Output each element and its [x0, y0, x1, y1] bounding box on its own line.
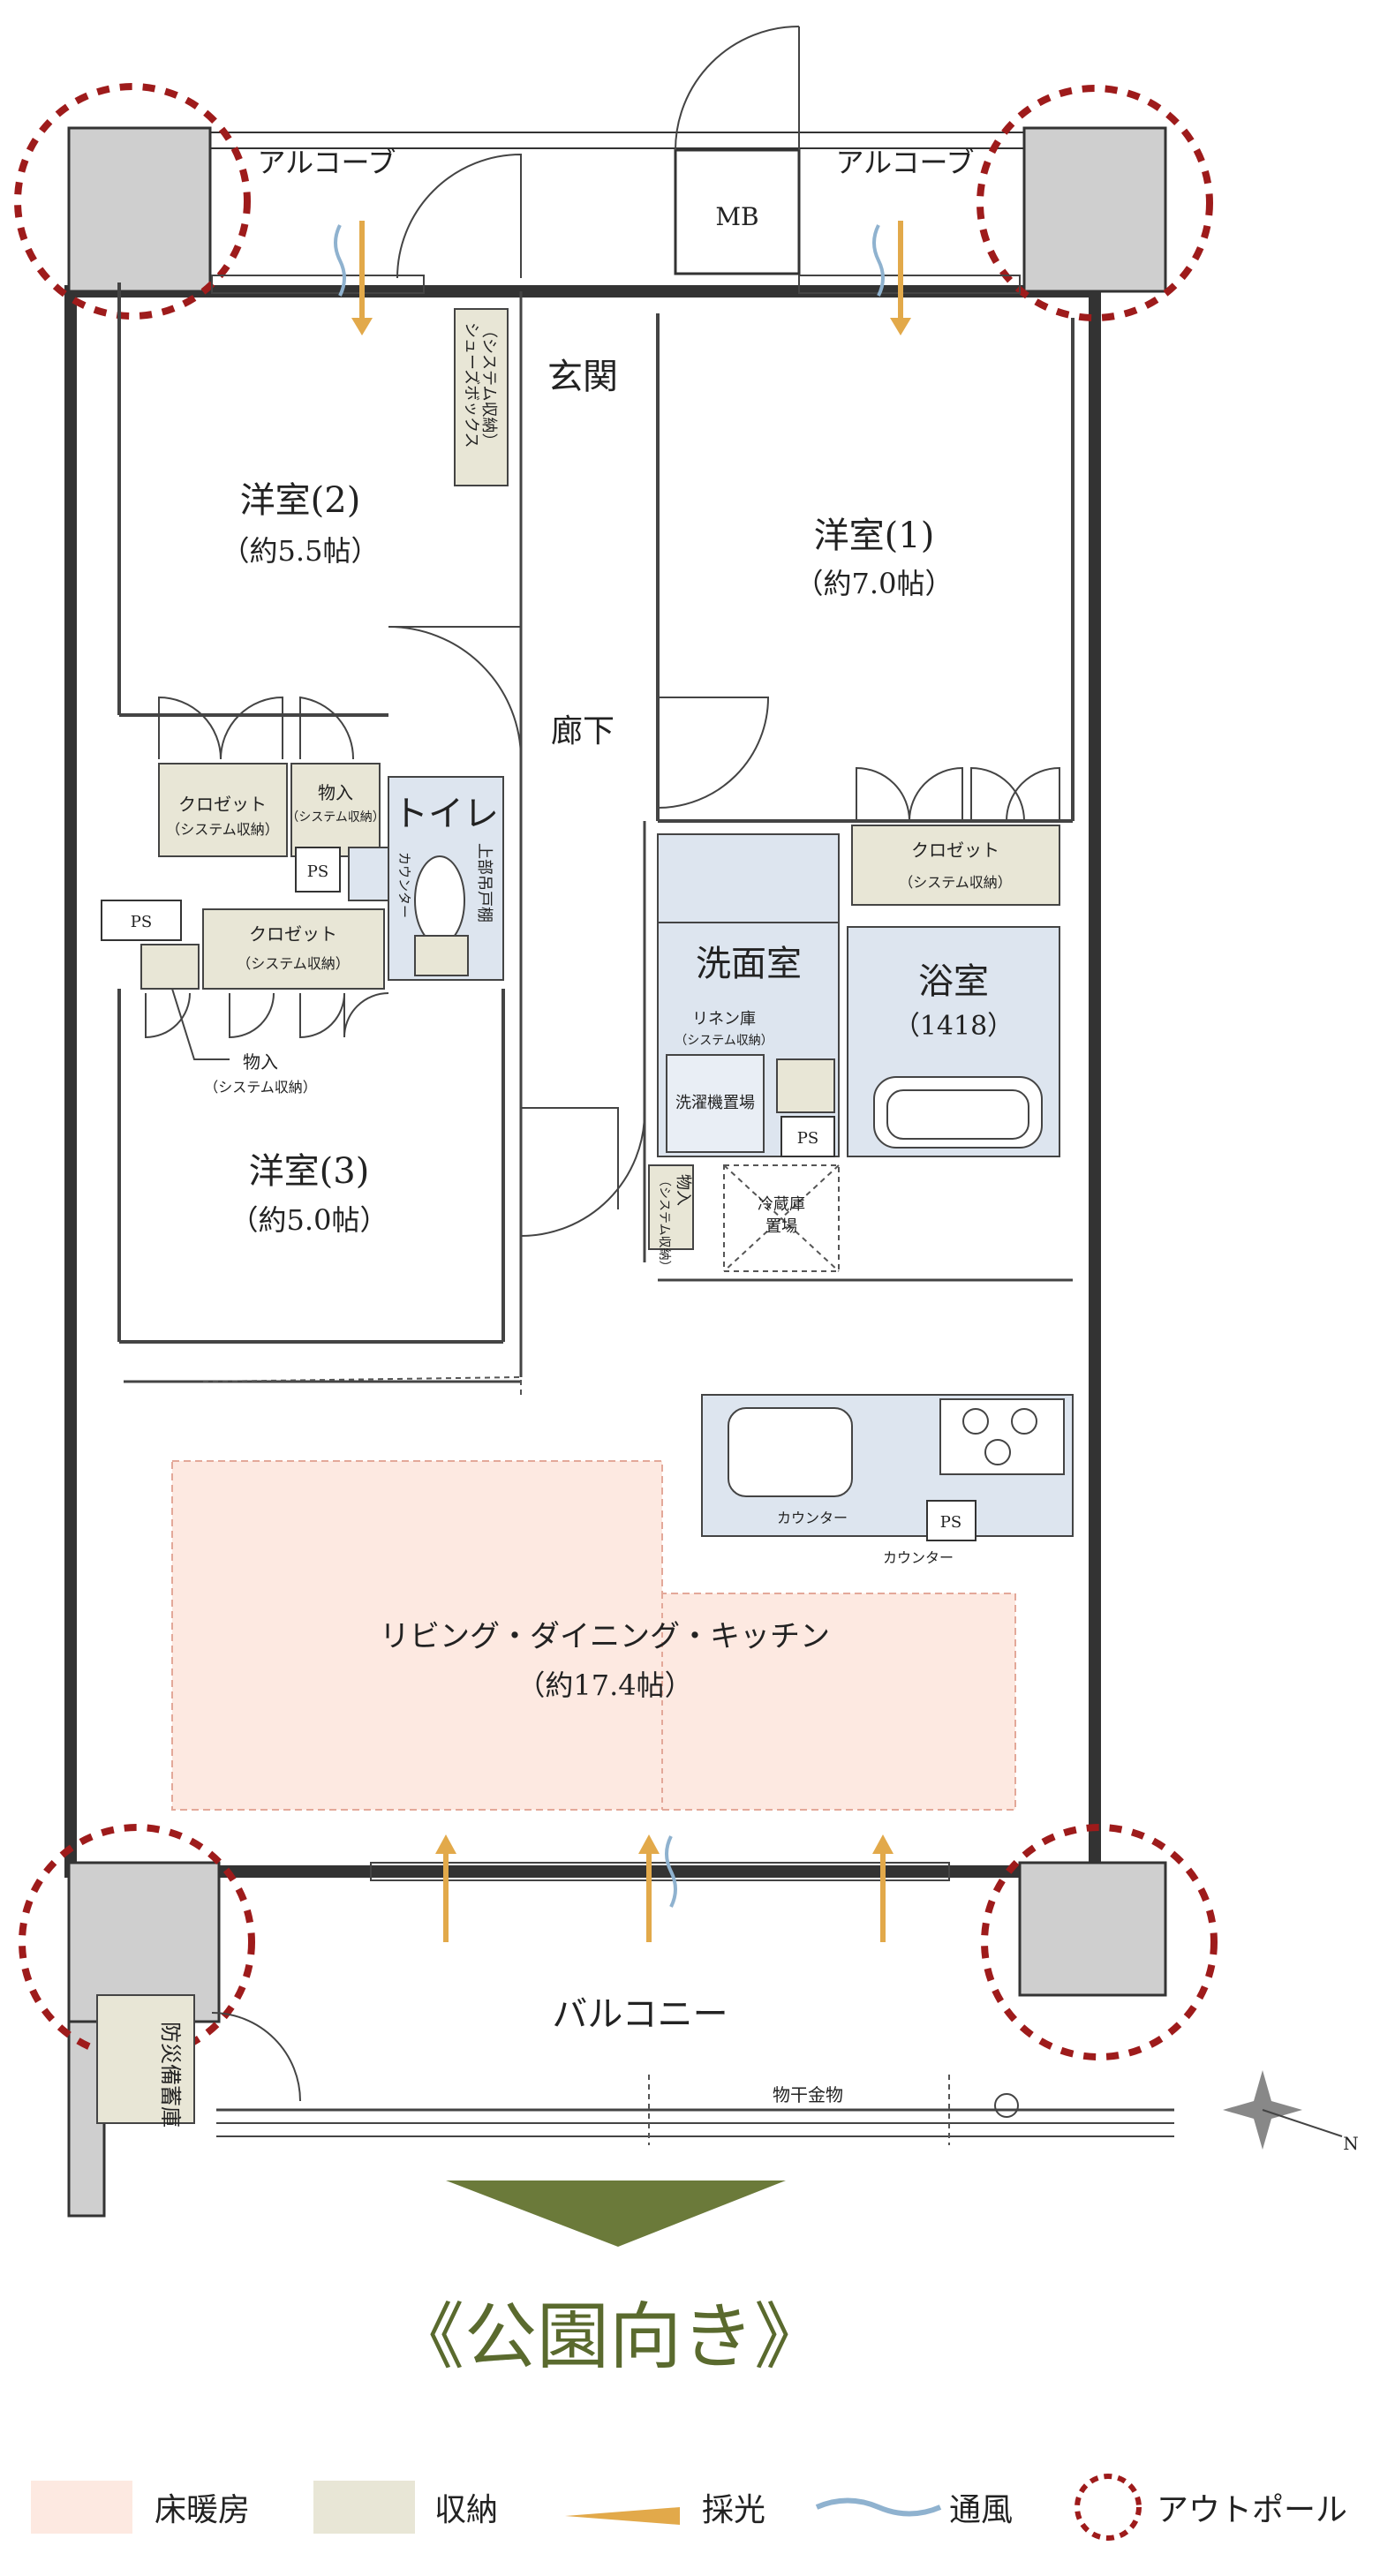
legend-storage-swatch [313, 2481, 415, 2534]
balcony-railing: 物干金物 [216, 2075, 1174, 2145]
shoes-box-sub: （システム収納） [479, 322, 498, 448]
closet-a-label: クロゼット [178, 794, 267, 815]
ldk-name: リビング・ダイニング・キッチン [380, 1619, 830, 1654]
linen-label: リネン庫 [692, 1010, 756, 1028]
toilet-room: トイレ カウンター 上部吊戸棚 [348, 776, 504, 981]
washroom: 洗面室 リネン庫 （システム収納） 洗濯機置場 [657, 833, 840, 1157]
toilet-label: トイレ [393, 794, 499, 834]
fridge-label: 冷蔵庫 [758, 1195, 805, 1214]
legend-storage-label: 収納 [434, 2492, 498, 2528]
entrance-door [396, 153, 522, 279]
ps-1-label: PS [307, 862, 328, 881]
washroom-label: 洗面室 [696, 944, 802, 984]
interior-walls [117, 282, 1075, 1395]
storage-a-label: 物入 [318, 782, 353, 803]
ldk-size: （約17.4帖） [517, 1668, 692, 1702]
ps-2-label: PS [131, 913, 152, 931]
pillar-top-left [67, 126, 212, 293]
ldk: リビング・ダイニング・キッチン （約17.4帖） [171, 1460, 1016, 1811]
closet-a: クロゼット （システム収納） [158, 763, 288, 857]
storage-c: 物入 （システム収納） [648, 1164, 694, 1273]
closet-b-sub: （システム収納） [237, 955, 350, 972]
room2-name: 洋室(2) [240, 480, 361, 521]
bathroom-size: （1418） [894, 1011, 1014, 1042]
closet-c: クロゼット （システム収納） [851, 766, 1060, 906]
legend: 床暖房 収納 採光 通風 アウトポール [31, 2474, 1347, 2541]
balcony-label: バルコニー [552, 1994, 728, 2035]
ps-3-label: PS [797, 1129, 818, 1148]
closet-a-sub: （システム収納） [166, 821, 279, 838]
orientation-label: 《公園向き》 [392, 2295, 826, 2379]
pillar-top-right [1022, 126, 1167, 293]
storage-b-label: 物入 [243, 1051, 278, 1073]
bathroom: 浴室 （1418） [847, 926, 1060, 1157]
legend-floor-heating-swatch [31, 2481, 132, 2534]
alcove-left-label: アルコーブ [257, 146, 396, 179]
mb-label: MB [715, 202, 758, 231]
storage-c-label: 物入 [674, 1174, 692, 1206]
pillar-bottom-right [1018, 1861, 1167, 1997]
fridge-sub: 置場 [765, 1217, 797, 1236]
toilet-counter: カウンター [396, 852, 412, 918]
entrance-label: 玄関 [547, 357, 618, 397]
legend-daylight-label: 採光 [702, 2492, 765, 2528]
outpole-icon [1075, 2474, 1142, 2541]
counter-1-label: カウンター [777, 1510, 848, 1526]
meter-box: MB [674, 26, 801, 275]
room1-door [657, 697, 770, 809]
storage-b-sub: （システム収納） [204, 1079, 317, 1096]
disaster-storage-label: 防災備蓄庫 [158, 2022, 183, 2128]
shoes-box-label: シューズボックス [462, 322, 480, 448]
shoes-box: （システム収納） シューズボックス [454, 308, 509, 486]
ps-2: PS [101, 900, 182, 941]
bathroom-label: 浴室 [918, 961, 989, 1002]
ps-3: PS [780, 1116, 835, 1157]
storage-a: 物入 （システム収納） [286, 763, 385, 857]
compass-icon: N [1223, 2070, 1359, 2154]
legend-outpole-label: アウトポール [1157, 2492, 1347, 2528]
pillars [67, 126, 1167, 2218]
counter-2-label: カウンター [883, 1549, 954, 1566]
laundry-pole-label: 物干金物 [773, 2084, 843, 2105]
room3-name: 洋室(3) [249, 1151, 370, 1192]
balcony-windows [370, 1862, 950, 1881]
disaster-storage: 防災備蓄庫 [96, 1994, 301, 2128]
outpole-bottom-left [19, 1824, 255, 2060]
daylight-icon [565, 2507, 680, 2525]
storage-c-sub: （システム収納） [657, 1174, 671, 1273]
top-windows [211, 275, 1021, 294]
room1-size: （約7.0帖） [796, 567, 954, 600]
ventilation-marks [334, 224, 885, 1908]
ps-1: PS [295, 847, 341, 893]
linen-sub: （システム収納） [675, 1034, 773, 1048]
daylight-arrows [351, 221, 911, 1942]
outpole-markers [14, 83, 1218, 2060]
north-label: N [1343, 2133, 1359, 2154]
alcove-right-label: アルコーブ [835, 146, 974, 179]
outpole-top-left [14, 83, 251, 320]
room3-size: （約5.0帖） [230, 1203, 388, 1237]
kitchen: カウンター PS カウンター [701, 1394, 1074, 1566]
closet-b-label: クロゼット [249, 923, 337, 945]
ps-4-label: PS [940, 1513, 961, 1532]
fridge-space: 冷蔵庫 置場 [723, 1164, 840, 1272]
storage-a-sub: （システム収納） [286, 810, 385, 825]
closet-b: クロゼット （システム収納） [140, 908, 389, 1039]
closet-c-sub: （システム収納） [899, 874, 1012, 891]
orientation-arrow-icon [446, 2181, 786, 2247]
outpole-bottom-right [981, 1824, 1218, 2060]
room1-name: 洋室(1) [814, 516, 935, 556]
hallway-door [388, 626, 522, 760]
washer-label: 洗濯機置場 [675, 1094, 755, 1112]
room2-size: （約5.5帖） [222, 534, 380, 568]
legend-floor-heating-label: 床暖房 [155, 2492, 250, 2528]
outpole-top-right [976, 85, 1213, 321]
upper-cabinet: 上部吊戸棚 [475, 843, 494, 923]
hallway-label: 廊下 [551, 713, 615, 749]
closet-c-label: クロゼット [911, 840, 999, 861]
room2-closet-doors [158, 696, 355, 760]
legend-ventilation-label: 通風 [949, 2492, 1013, 2528]
ventilation-icon [815, 2497, 942, 2517]
